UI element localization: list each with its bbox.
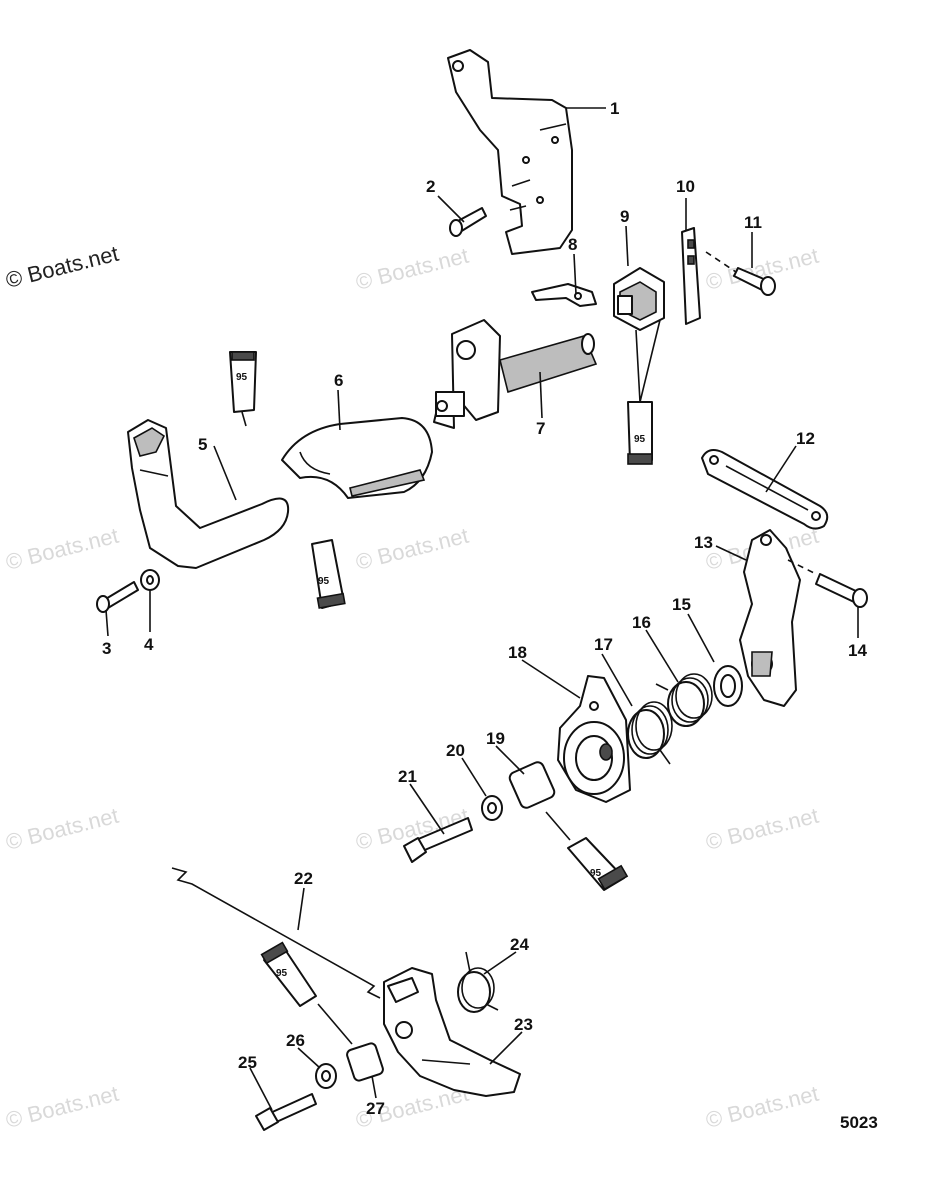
callout-labels: 1 2 3 4 5 6 7 8 9 10 11 12 13 14 15 16 1… xyxy=(102,99,867,1118)
part-14-screw xyxy=(787,559,868,608)
callout-5: 5 xyxy=(198,435,207,454)
callout-17: 17 xyxy=(594,635,613,654)
callout-20: 20 xyxy=(446,741,465,760)
part-18-cam xyxy=(557,675,631,803)
watermark: © Boats.net xyxy=(703,803,821,855)
watermark: © Boats.net xyxy=(3,523,121,575)
part-11-screw xyxy=(705,251,776,296)
callout-21: 21 xyxy=(398,767,417,786)
callout-19: 19 xyxy=(486,729,505,748)
part-9-housing xyxy=(613,267,665,331)
callout-24: 24 xyxy=(510,935,529,954)
sealant-tube-upper-left: 95 xyxy=(229,351,257,427)
callout-15: 15 xyxy=(672,595,691,614)
callout-14: 14 xyxy=(848,641,867,660)
callout-9: 9 xyxy=(620,207,629,226)
callout-8: 8 xyxy=(568,235,577,254)
part-25-bolt xyxy=(255,1093,317,1131)
callout-26: 26 xyxy=(286,1031,305,1050)
svg-text:95: 95 xyxy=(236,372,248,383)
watermark: © Boats.net xyxy=(3,1081,121,1133)
part-2-screw xyxy=(449,207,487,237)
part-12-link-bar xyxy=(701,449,829,530)
part-6-cover xyxy=(281,417,433,499)
callout-27: 27 xyxy=(366,1099,385,1118)
part-7-shaft xyxy=(433,319,598,429)
sealant-tube-lower-left: 95 xyxy=(311,539,346,609)
svg-text:95: 95 xyxy=(634,434,646,445)
part-23-lever xyxy=(383,967,521,1097)
part-16-spring xyxy=(655,673,713,727)
part-8-link xyxy=(531,283,597,307)
callout-13: 13 xyxy=(694,533,713,552)
sealant-tube-mid: 95 xyxy=(545,811,629,891)
watermark: © Boats.net xyxy=(353,243,471,295)
callout-18: 18 xyxy=(508,643,527,662)
part-15-washer xyxy=(713,665,743,707)
svg-text:95: 95 xyxy=(276,968,288,979)
svg-text:95: 95 xyxy=(590,868,602,879)
callout-10: 10 xyxy=(676,177,695,196)
svg-text:95: 95 xyxy=(318,576,330,587)
callout-4: 4 xyxy=(144,635,154,654)
part-5-handle xyxy=(127,419,290,569)
callout-23: 23 xyxy=(514,1015,533,1034)
watermark-main: © Boats.net xyxy=(3,241,121,293)
leader-lines xyxy=(105,107,859,1111)
part-24-spring xyxy=(457,951,499,1013)
part-13-lever xyxy=(739,529,801,707)
part-21-bolt xyxy=(403,817,473,863)
callout-1: 1 xyxy=(610,99,619,118)
part-19-bushing xyxy=(508,761,556,809)
part-10-plate xyxy=(681,227,701,325)
callout-6: 6 xyxy=(334,371,343,390)
callout-3: 3 xyxy=(102,639,111,658)
part-17-spring xyxy=(627,701,673,765)
figure-number: 5023 xyxy=(840,1113,878,1132)
callout-12: 12 xyxy=(796,429,815,448)
callout-25: 25 xyxy=(238,1053,257,1072)
callout-16: 16 xyxy=(632,613,651,632)
callout-22: 22 xyxy=(294,869,313,888)
part-1-bracket xyxy=(447,49,573,255)
callout-11: 11 xyxy=(744,213,762,232)
watermark: © Boats.net xyxy=(703,1081,821,1133)
part-22-rod xyxy=(171,867,381,999)
sealant-tube-bottom: 95 xyxy=(260,941,353,1045)
watermark: © Boats.net xyxy=(353,523,471,575)
part-3-screw xyxy=(96,581,139,613)
part-4-washer xyxy=(140,569,160,591)
callout-2: 2 xyxy=(426,177,435,196)
watermark: © Boats.net xyxy=(3,803,121,855)
part-26-washer xyxy=(315,1063,337,1089)
callout-7: 7 xyxy=(536,419,545,438)
part-20-washer xyxy=(481,795,503,821)
sealant-tube-center: 95 xyxy=(627,319,661,465)
part-27-bushing xyxy=(346,1042,384,1082)
